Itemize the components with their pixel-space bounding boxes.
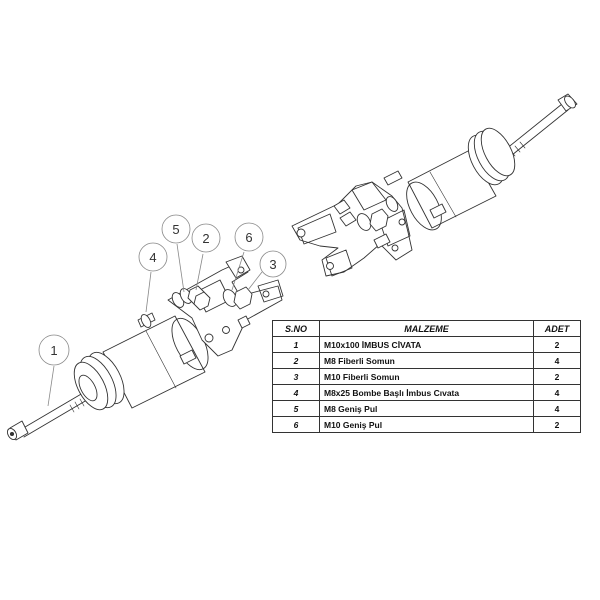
right-m10x100-bolt	[469, 93, 578, 185]
row-material: M10 Fiberli Somun	[319, 368, 534, 385]
row-material: M10x100 İMBUS CİVATA	[319, 336, 534, 353]
row-material: M8 Fiberli Somun	[319, 352, 534, 369]
table-row: 2 M8 Fiberli Somun 4	[272, 352, 581, 369]
row-qty: 4	[533, 352, 581, 369]
balloon-6-label: 6	[245, 230, 252, 245]
balloon-2: 2	[191, 223, 221, 291]
balloon-4-label: 4	[149, 250, 156, 265]
table-row: 1 M10x100 İMBUS CİVATA 2	[272, 336, 581, 353]
table-row: 3 M10 Fiberli Somun 2	[272, 368, 581, 385]
header-no: S.NO	[272, 320, 320, 337]
balloon-5-label: 5	[172, 222, 179, 237]
balloon-5: 5	[161, 214, 191, 293]
row-no: 3	[272, 368, 320, 385]
table-row: 4 M8x25 Bombe Başlı İmbus Cıvata 4	[272, 384, 581, 401]
row-qty: 2	[533, 368, 581, 385]
right-bracket	[291, 181, 413, 277]
row-material: M10 Geniş Pul	[319, 416, 534, 433]
balloon-6: 6	[231, 222, 264, 291]
row-no: 6	[272, 416, 320, 433]
row-material: M8x25 Bombe Başlı İmbus Cıvata	[319, 384, 534, 401]
balloon-1-label: 1	[50, 343, 57, 358]
row-qty: 4	[533, 400, 581, 417]
table-row: 5 M8 Geniş Pul 4	[272, 400, 581, 417]
right-fasteners	[333, 170, 447, 249]
row-qty: 2	[533, 336, 581, 353]
row-no: 2	[272, 352, 320, 369]
balloon-callouts: 1 2 3 4 5 6	[38, 214, 287, 407]
row-qty: 4	[533, 384, 581, 401]
left-fasteners	[137, 285, 253, 365]
left-roller-body	[73, 315, 209, 411]
row-qty: 2	[533, 416, 581, 433]
header-material: MALZEME	[319, 320, 534, 337]
table-row: 6 M10 Geniş Pul 2	[272, 416, 581, 433]
row-material: M8 Geniş Pul	[319, 400, 534, 417]
row-no: 4	[272, 384, 320, 401]
balloon-3-label: 3	[269, 257, 276, 272]
right-roller-assembly	[291, 93, 578, 277]
parts-list-header-row: S.NO MALZEME ADET	[272, 320, 581, 337]
balloon-1: 1	[38, 334, 70, 407]
balloon-2-label: 2	[202, 231, 209, 246]
header-qty: ADET	[533, 320, 581, 337]
balloon-3: 3	[247, 250, 287, 291]
parts-list-table: S.NO MALZEME ADET 1 M10x100 İMBUS CİVATA…	[272, 320, 581, 433]
row-no: 5	[272, 400, 320, 417]
right-roller-body	[406, 127, 516, 231]
balloon-4: 4	[138, 242, 168, 313]
row-no: 1	[272, 336, 320, 353]
